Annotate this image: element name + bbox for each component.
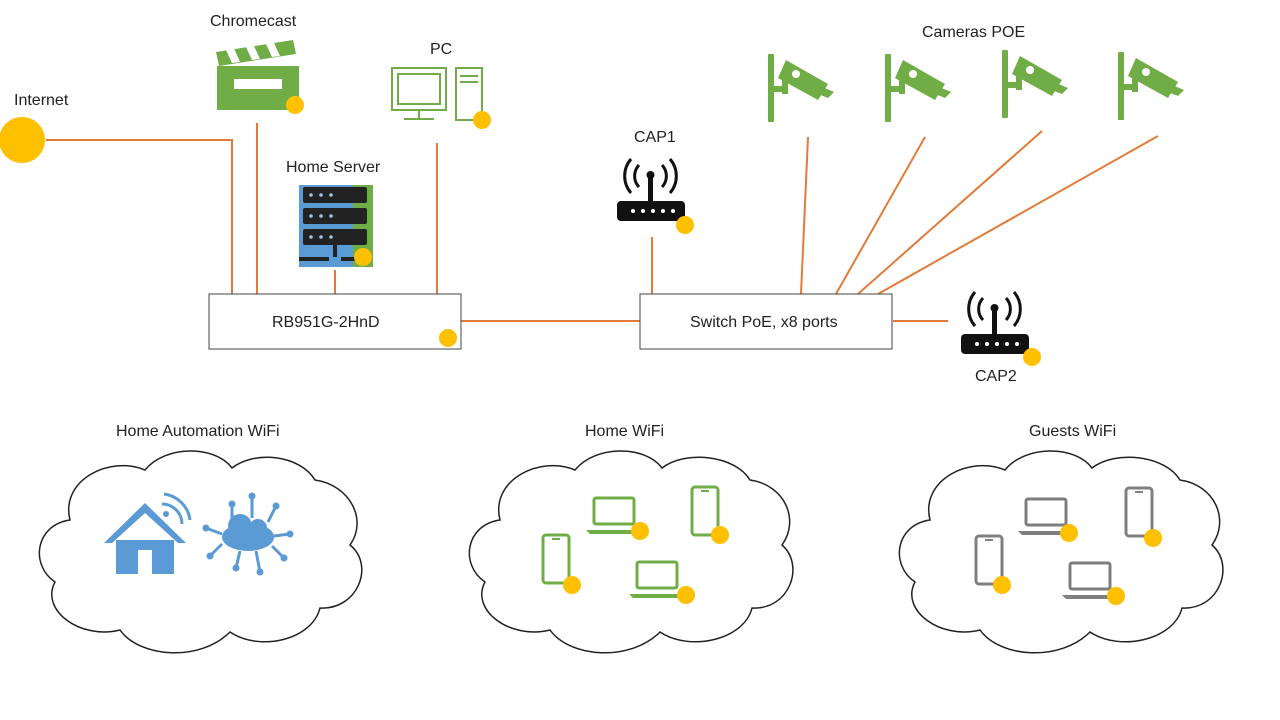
switch-box xyxy=(639,293,893,350)
switch-node: Switch PoE, x8 ports xyxy=(639,293,893,350)
home-server-label: Home Server xyxy=(286,159,381,176)
connection-wires xyxy=(46,123,1159,322)
router-box xyxy=(208,293,462,350)
pc-node: PC xyxy=(391,41,491,129)
chromecast-node: Chromecast xyxy=(210,13,304,114)
security-camera-icon xyxy=(1118,52,1184,120)
security-camera-icon xyxy=(1002,50,1068,118)
cap2-node: CAP2 xyxy=(959,290,1041,385)
home-automation-wifi-cloud: Home Automation WiFi xyxy=(38,423,363,654)
status-dot-icon xyxy=(473,111,491,129)
cap2-label: CAP2 xyxy=(975,368,1017,385)
security-camera-icon xyxy=(885,54,951,122)
cameras-group: Cameras POE xyxy=(768,24,1184,122)
status-dot-icon xyxy=(1144,529,1162,547)
cap1-node: CAP1 xyxy=(615,129,694,234)
cloud-shape xyxy=(468,450,794,654)
home-automation-wifi-label: Home Automation WiFi xyxy=(116,423,280,440)
status-dot-icon xyxy=(286,96,304,114)
router-node: RB951G-2HnD xyxy=(208,293,462,350)
iot-cloud-icon xyxy=(202,492,294,576)
status-dot-icon xyxy=(631,522,649,540)
clapperboard-icon xyxy=(216,40,299,110)
wifi-access-point-icon xyxy=(959,290,1031,356)
status-dot-icon xyxy=(1107,587,1125,605)
status-dot-icon xyxy=(1023,348,1041,366)
status-dot-icon xyxy=(354,248,372,266)
internet-node: Internet xyxy=(0,92,69,163)
home-wifi-label: Home WiFi xyxy=(585,423,664,440)
globe-dot-icon xyxy=(0,117,45,163)
guests-wifi-cloud: Guests WiFi xyxy=(898,423,1224,654)
cameras-label: Cameras POE xyxy=(922,24,1025,41)
status-dot-icon xyxy=(676,216,694,234)
guests-wifi-label: Guests WiFi xyxy=(1029,423,1116,440)
chromecast-label: Chromecast xyxy=(210,13,297,30)
cap1-label: CAP1 xyxy=(634,129,676,146)
wifi-access-point-icon xyxy=(615,157,687,223)
smart-home-icon xyxy=(104,492,192,574)
router-label: RB951G-2HnD xyxy=(272,314,380,331)
pc-label: PC xyxy=(430,41,452,58)
desktop-computer-icon xyxy=(391,67,483,121)
status-dot-icon xyxy=(439,329,457,347)
home-server-node: Home Server xyxy=(286,159,381,267)
security-camera-icon xyxy=(768,54,834,122)
home-wifi-cloud: Home WiFi xyxy=(468,423,794,654)
server-rack-icon xyxy=(299,185,373,267)
cloud-shape xyxy=(898,450,1224,654)
status-dot-icon xyxy=(1060,524,1078,542)
status-dot-icon xyxy=(677,586,695,604)
switch-label: Switch PoE, x8 ports xyxy=(690,314,838,331)
cloud-shape xyxy=(38,450,363,654)
status-dot-icon xyxy=(993,576,1011,594)
status-dot-icon xyxy=(711,526,729,544)
status-dot-icon xyxy=(563,576,581,594)
internet-label: Internet xyxy=(14,92,69,109)
